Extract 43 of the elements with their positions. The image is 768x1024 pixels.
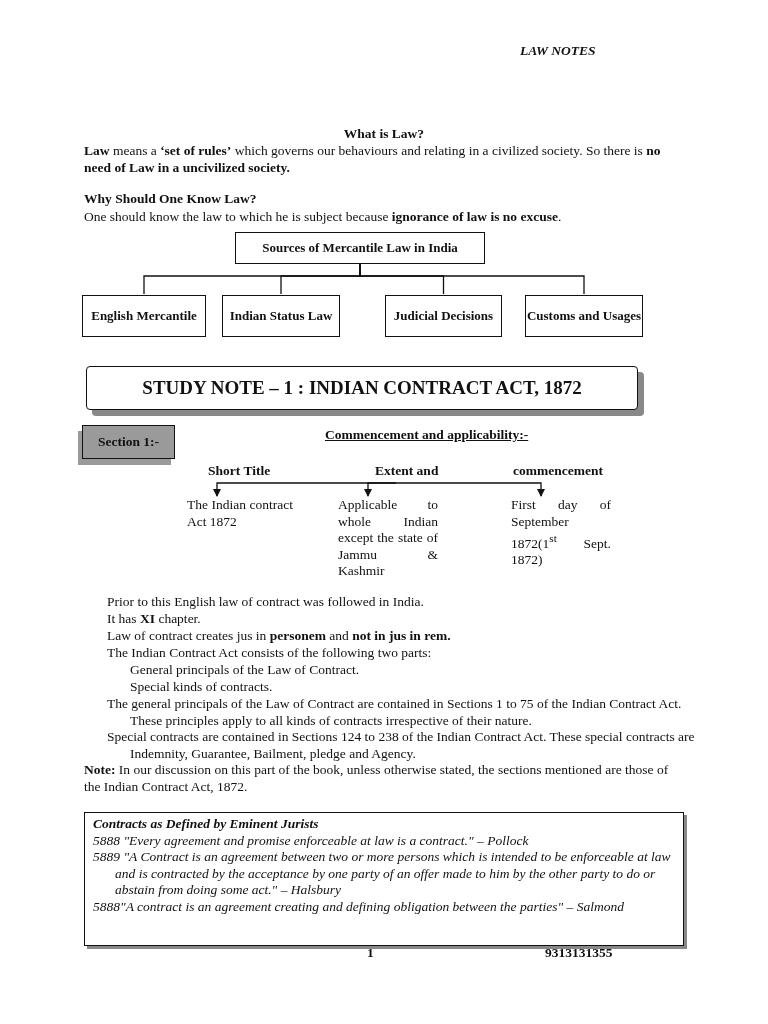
column-heading: Short Title [208, 463, 271, 480]
list-item: General principals of the Law of Contract. [130, 662, 361, 679]
list-item: Special contracts are contained in Sections 124 to 238 of the Indian Contract Act. These special contracts are Indemnity, Guarantee, Bailment, pledge and Agency. [107, 729, 696, 762]
column-heading: commencement [513, 463, 603, 480]
box-label: English Mercantile [91, 307, 197, 325]
box-label: Indian Status Law [229, 307, 333, 325]
connector-line [359, 263, 585, 295]
paragraph: Law means a ‘set of rules’ which governs our behaviours and relating in a civilized society. So there is no need of Law in a uncivilized society. [84, 143, 662, 176]
arrow [364, 482, 397, 497]
page-number: 1 [367, 945, 375, 962]
section-heading: Section 1:- [97, 433, 160, 451]
header-text: LAW NOTES [520, 43, 597, 60]
detail-text: Applicable to whole Indian except the state of Jammu & Kashmir [338, 497, 438, 580]
list-item: Prior to this English law of contract was followed in India. [107, 594, 425, 611]
list-item: Special kinds of contracts. [130, 679, 274, 696]
detail-text: The Indian contract Act 1872 [187, 497, 293, 530]
box-label: Sources of Mercantile Law in India [262, 239, 458, 257]
column-heading: Extent and [375, 463, 439, 480]
category-box [235, 232, 485, 264]
heading: Commencement and applicability:- [325, 427, 529, 444]
heading: Why Should One Know Law? [84, 191, 258, 208]
arrow [395, 482, 545, 497]
list-item: The general principals of the Law of Contract are contained in Sections 1 to 75 of the Indian Contract Act. These principles apply to all kinds of contracts irrespective of their nature. [107, 696, 683, 729]
category-box [82, 295, 206, 337]
definition-box [84, 812, 684, 946]
box-label: Customs and Usages [526, 307, 642, 325]
detail-text: First day of September 1872(1$^{st}$ Sept. 1872) [511, 497, 611, 569]
category-box [385, 295, 502, 337]
list-item: It has XI chapter. [107, 611, 202, 628]
heading: What is Law? [342, 126, 426, 143]
category-box [525, 295, 643, 337]
category-box [222, 295, 340, 337]
paragraph: One should know the law to which he is subject because ignorance of law is no excuse. [84, 209, 563, 226]
paragraph: Note: In our discussion on this part of the book, unless otherwise stated, the sections mentioned are those of the Indian Contract Act, 1872. [84, 762, 670, 795]
quotation-text: 5889 "A Contract is an agreement between two or more persons which is intended to be enforceable at law and is contracted by the acceptance by one party of an offer made to him by the other party to do or abstain from doing some act." – Halsbury [93, 849, 672, 899]
footer-text: 9313131355 [545, 945, 614, 962]
banner-title: STUDY NOTE – 1 : INDIAN CONTRACT ACT, 1872 [142, 379, 582, 397]
quotation-text: 5888"A contract is an agreement creating and defining obligation between the parties" – Salmond [93, 898, 625, 915]
box-label: Judicial Decisions [393, 307, 494, 325]
list-item: Law of contract creates jus in personem and not in jus in rem. [107, 628, 452, 645]
list-item: The Indian Contract Act consists of the following two parts: [107, 645, 433, 662]
quotation-text: 5888 "Every agreement and promise enforceable at law is a contract." – Pollock [93, 832, 530, 849]
box-heading: Contracts as Defined by Eminent Jurists [93, 816, 320, 833]
